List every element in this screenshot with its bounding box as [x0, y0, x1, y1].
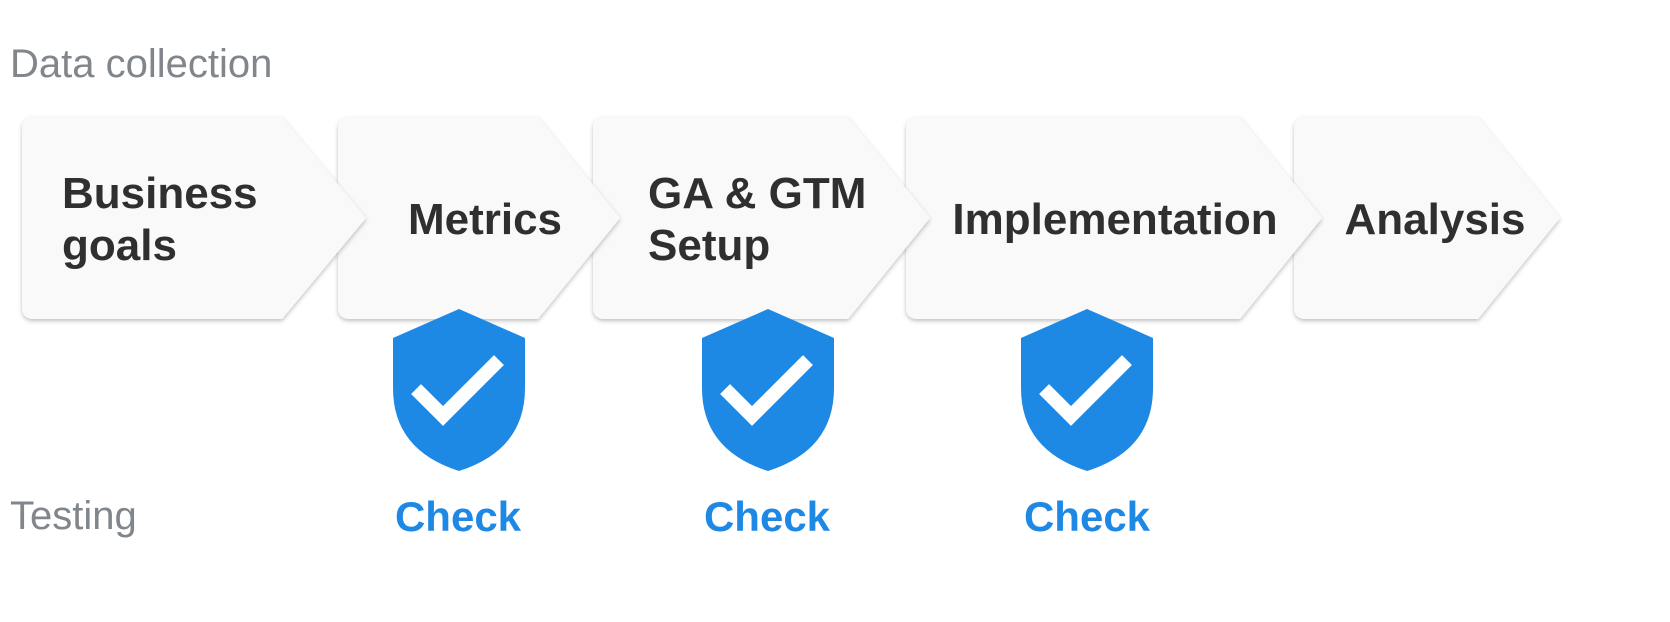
step-label-analysis: Analysis	[1344, 195, 1526, 244]
shield-check-icon	[393, 309, 525, 471]
step-shape-ga-gtm-setup	[593, 117, 930, 319]
step-label-implementation: Implementation	[952, 195, 1278, 244]
flow-steps	[22, 117, 1560, 319]
step-label-metrics: Metrics	[407, 195, 563, 244]
check-label: Check	[703, 493, 831, 540]
step-shape-business-goals	[22, 117, 366, 319]
step-shape-analysis	[1294, 117, 1560, 319]
row-label-data-collection: Data collection	[10, 42, 273, 86]
step-shape-metrics	[338, 117, 620, 319]
step-label-ga-gtm-setup: GA & GTM Setup	[648, 169, 867, 270]
shield-check-icon	[702, 309, 834, 471]
check-label: Check	[394, 493, 522, 540]
step-shape-implementation	[906, 117, 1322, 319]
check-label: Check	[1023, 493, 1151, 540]
row-label-testing: Testing	[10, 494, 137, 538]
step-label-business-goals: Business goals	[62, 169, 258, 270]
shield-check-icon	[1021, 309, 1153, 471]
